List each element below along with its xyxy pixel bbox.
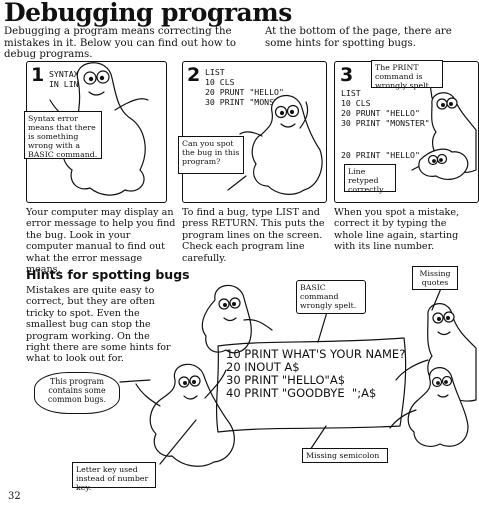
ghost-bottom-left-icon xyxy=(201,284,273,354)
panel-3-retyped-line: 20 PRINT "HELLO" xyxy=(341,150,420,160)
label-common-bugs: This program contains some common bugs. xyxy=(34,372,120,414)
program-sheet-outline xyxy=(216,337,407,433)
panel-3-line-4: 30 PRINT "MONSTER" xyxy=(341,118,430,128)
caption-panel-2: To find a bug, type LIST and press RETUR… xyxy=(182,207,325,264)
intro-left: Debugging a program means correcting the… xyxy=(4,26,237,60)
panel-3-line-3: 20 PRUNT "HELLO" xyxy=(341,108,420,118)
program-line-10: 10 PRINT WHAT'S YOUR NAME? xyxy=(226,347,406,361)
ghost-panel-3-icon xyxy=(411,92,477,180)
caption-panel-1: Your computer may display an error messa… xyxy=(26,207,176,276)
hints-text: Mistakes are quite easy to correct, but … xyxy=(26,285,171,365)
page-number: 32 xyxy=(8,491,21,502)
panel-3-line-1: LIST xyxy=(341,88,361,98)
callout-print-misspelt: The PRINT command is wrongly spelt. xyxy=(371,60,443,90)
page-title: Debugging programs xyxy=(4,0,292,27)
panel-3-line-2: 10 CLS xyxy=(341,98,371,108)
label-missing-semicolon: Missing semicolon xyxy=(302,448,388,463)
program-line-30: 30 PRINT "HELLO"A$ xyxy=(226,373,346,387)
caption-panel-3: When you spot a mistake, correct it by t… xyxy=(334,207,460,253)
callout-spot-bug: Can you spot the bug in this program? xyxy=(178,136,244,174)
label-basic-command: BASIC command wrongly spelt. xyxy=(296,280,366,314)
label-letter-key: Letter key used instead of number key. xyxy=(72,462,156,492)
program-line-20: 20 INOUT A$ xyxy=(226,360,300,374)
hints-heading: Hints for spotting bugs xyxy=(26,267,190,282)
panel-2-line-1: LIST xyxy=(205,67,225,77)
panel-2-line-3: 20 PRUNT "HELLO" xyxy=(205,87,284,97)
callout-syntax-error: Syntax error means that there is somethi… xyxy=(24,111,102,159)
panel-2-line-2: 10 CLS xyxy=(205,77,235,87)
callout-line-retyped: Line retyped correctly. xyxy=(344,164,396,194)
intro-right: At the bottom of the page, there are som… xyxy=(265,26,452,49)
ghost-lower-right-icon xyxy=(389,367,469,447)
panel-2-number: 2 xyxy=(187,64,201,86)
panel-3-number: 3 xyxy=(340,64,354,86)
program-line-40: 40 PRINT "GOODBYE ";A$ xyxy=(226,386,377,400)
panel-1-number: 1 xyxy=(31,64,45,86)
label-missing-quotes: Missing quotes xyxy=(412,266,458,290)
panel-2-line-4: 30 PRINT "MONSTER" xyxy=(205,97,294,107)
ghost-center-icon xyxy=(135,363,235,467)
ghost-panel-2-icon xyxy=(239,94,323,195)
